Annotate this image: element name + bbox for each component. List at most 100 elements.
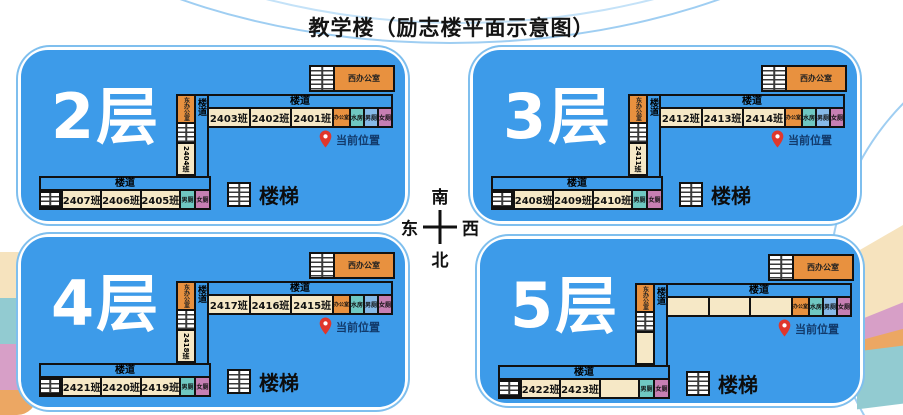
small-room-water-room: 水房 [349, 296, 364, 313]
classroom-cell: 2403班 [209, 109, 249, 126]
east-office-room: 东办公室 [176, 281, 196, 311]
stairs-icon [176, 309, 196, 331]
small-room-male-toilet: 男厕 [178, 378, 194, 395]
floor-title: 2层 [51, 80, 161, 153]
stairs-legend: 楼梯 [227, 367, 299, 396]
corridor-label: 楼道 [655, 287, 665, 305]
small-room-male-toilet: 男厕 [363, 109, 378, 126]
classroom-cell-vertical: 2418班 [176, 329, 196, 363]
corridor-label: 楼道 [648, 98, 658, 116]
location-pin-icon [778, 319, 791, 337]
corridor-top: 楼道办公室水房男厕女厕 [666, 283, 852, 317]
classroom-cell [749, 298, 792, 315]
stairs-legend: 楼梯 [679, 180, 751, 209]
small-room-male-toilet: 男厕 [637, 380, 653, 397]
current-location-marker: 当前位置 [771, 130, 832, 148]
stairs-legend-label: 楼梯 [259, 184, 299, 208]
small-room-female-toilet: 女厕 [836, 298, 851, 315]
corridor-label: 楼道 [290, 96, 310, 107]
small-room-female-toilet: 女厕 [193, 191, 209, 208]
small-room-male-toilet: 男厕 [363, 296, 378, 313]
current-location-marker: 当前位置 [319, 317, 380, 335]
east-office-room: 东办公室 [176, 94, 196, 124]
compass-cross-icon [438, 210, 442, 244]
stairs-icon [41, 191, 61, 208]
stairs-legend-label: 楼梯 [718, 373, 758, 397]
small-room-office: 办公室 [784, 109, 802, 126]
stairs-icon [500, 380, 520, 397]
compass-south-label: 南 [431, 188, 449, 208]
stairs-icon [761, 65, 787, 92]
small-room-male-toilet: 男厕 [630, 191, 646, 208]
small-room-water-room: 水房 [349, 109, 364, 126]
small-room-female-toilet: 女厕 [829, 109, 844, 126]
classroom-cell: 2419班 [139, 378, 179, 395]
west-office-room: 西办公室 [333, 252, 395, 279]
corridor-label: 楼道 [115, 178, 135, 189]
stairs-legend: 楼梯 [227, 180, 299, 209]
corridor-label: 楼道 [567, 178, 587, 189]
stairs-west-office-block: 西办公室 [761, 65, 847, 92]
small-room-male-toilet: 男厕 [815, 109, 830, 126]
stairs-icon [628, 122, 648, 144]
stairs-legend-label: 楼梯 [259, 371, 299, 395]
small-room-office: 办公室 [332, 296, 350, 313]
classroom-cell: 2406班 [100, 191, 140, 208]
classroom-cell [707, 298, 750, 315]
stairs-legend-label: 楼梯 [711, 184, 751, 208]
west-office-room: 西办公室 [333, 65, 395, 92]
current-location-marker: 当前位置 [778, 319, 839, 337]
corridor-label: 楼道 [290, 283, 310, 294]
small-room-female-toilet: 女厕 [193, 378, 209, 395]
corridor-label: 楼道 [196, 285, 206, 303]
location-pin-icon [771, 130, 784, 148]
stairs-icon [493, 191, 513, 208]
location-pin-icon [319, 317, 332, 335]
classroom-cell: 2421班 [61, 378, 101, 395]
stairs-legend: 楼梯 [686, 369, 758, 398]
classroom-cell: 2402班 [248, 109, 291, 126]
classroom-cell: 2409班 [552, 191, 592, 208]
classroom-cell-vertical: 2411班 [628, 142, 648, 176]
floor-title: 4层 [51, 267, 161, 340]
small-room-water-room: 水房 [808, 298, 823, 315]
stairs-icon [176, 122, 196, 144]
classroom-cell: 2417班 [209, 296, 249, 313]
stairs-west-office-block: 西办公室 [768, 254, 854, 281]
floor-title: 3层 [503, 80, 613, 153]
classroom-cell [668, 298, 708, 315]
corridor-label: 楼道 [749, 285, 769, 296]
classroom-cell: 2401班 [290, 109, 333, 126]
stairs-icon [41, 378, 61, 395]
classroom-cell: 2407班 [61, 191, 101, 208]
small-room-female-toilet: 女厕 [377, 296, 392, 313]
corridor-label: 楼道 [574, 367, 594, 378]
classroom-cell: 2414班 [742, 109, 785, 126]
west-office-room: 西办公室 [785, 65, 847, 92]
west-office-room: 西办公室 [792, 254, 854, 281]
classroom-cell: 2420班 [100, 378, 140, 395]
classroom-cell: 2413班 [700, 109, 743, 126]
current-location-label: 当前位置 [336, 134, 380, 147]
classroom-cell: 2415班 [290, 296, 333, 313]
current-location-label: 当前位置 [336, 321, 380, 334]
east-office-room: 东办公室 [635, 283, 655, 313]
stairs-icon [635, 311, 655, 333]
classroom-cell-vertical [635, 331, 655, 365]
